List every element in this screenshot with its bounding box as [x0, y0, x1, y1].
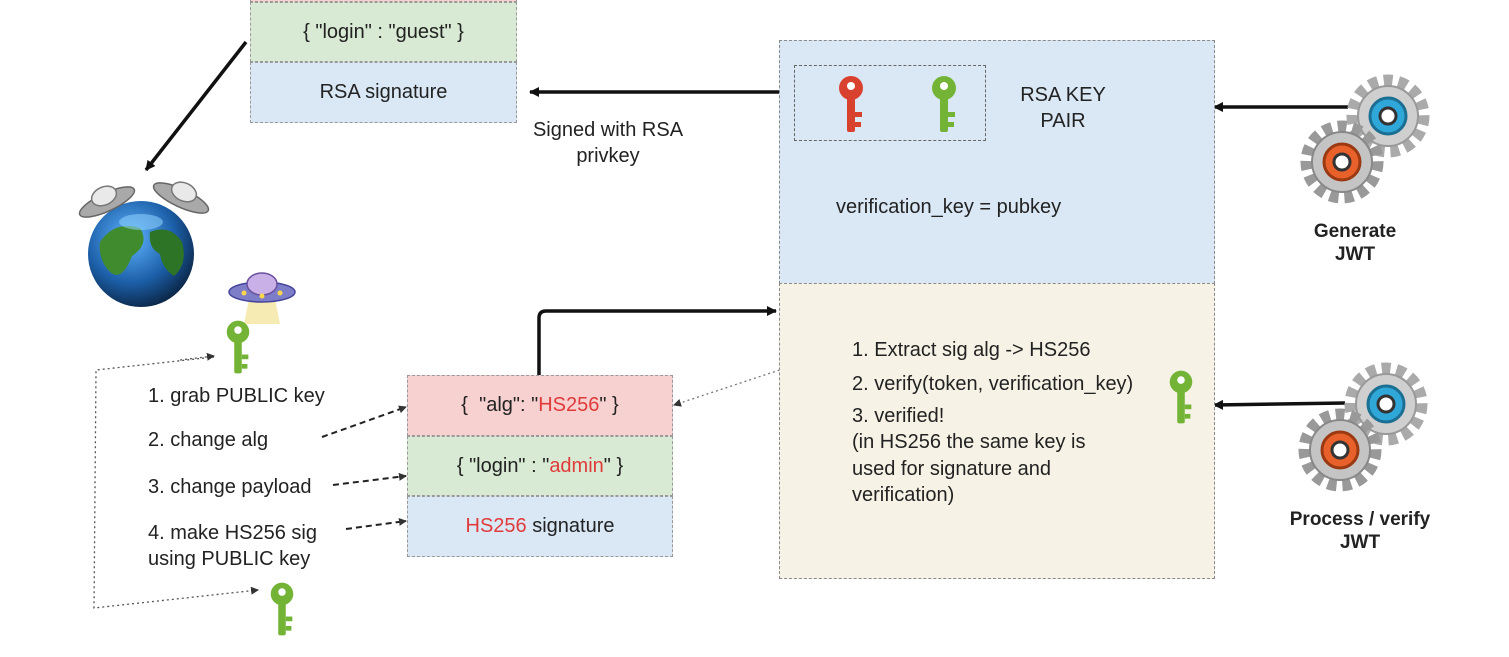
- signature-alg: HS256: [465, 515, 527, 537]
- key-pair-group: [794, 65, 986, 141]
- verify-note-line-1: (in HS256 the same key is: [852, 431, 1086, 453]
- private-key-icon: [839, 76, 863, 132]
- generate-jwt-label: Generate JWT: [1313, 221, 1397, 265]
- header-prefix: { "alg": ": [461, 394, 539, 416]
- signing-public-key-icon: [270, 582, 294, 636]
- dash-make-sig: [345, 517, 407, 530]
- header-alg-value: HS256: [538, 394, 600, 416]
- signature-text: signature: [526, 515, 615, 537]
- arrow-token-to-globe: [144, 40, 248, 172]
- verify-panel: [779, 283, 1215, 579]
- process-gears-icon: [1298, 362, 1428, 492]
- attack-step-1: 1. grab PUBLIC key: [148, 385, 325, 407]
- stolen-public-key-icon: [226, 320, 250, 374]
- ufo-left-icon: [78, 185, 136, 218]
- signed-with-rsa-label: Signed with RSA privkey: [532, 119, 684, 167]
- verify-step-2: 2. verify(token, verification_key): [852, 373, 1134, 395]
- forged-token-signature: HS256 signature: [407, 496, 673, 557]
- forged-token-header: { "alg": "HS256" }: [407, 375, 673, 436]
- payload-login-value: admin: [549, 454, 604, 477]
- public-key-icon: [932, 76, 956, 132]
- top-token-header-strip: [250, 0, 517, 2]
- globe-icon: [88, 201, 194, 307]
- dash-change-payload: [332, 472, 407, 486]
- arrow-process: [1213, 399, 1346, 410]
- verify-note-line-2: used for signature and: [852, 458, 1052, 480]
- attack-step-3: 3. change payload: [148, 476, 312, 498]
- attack-step-2: 2. change alg: [148, 429, 269, 451]
- verify-note-line-3: verification): [852, 484, 955, 506]
- top-token-signature: RSA signature: [250, 62, 517, 123]
- top-token-payload: { "login" : "guest" }: [250, 2, 517, 62]
- attack-step-4-cont: using PUBLIC key: [148, 548, 311, 570]
- ufo-right-icon: [152, 181, 210, 214]
- dotted-loop-tip: [179, 352, 215, 361]
- attack-step-4: 4. make HS256 sig: [148, 522, 317, 544]
- verify-step-3: 3. verified!: [852, 405, 945, 427]
- process-jwt-label: Process / verify JWT: [1289, 509, 1431, 553]
- generate-gears-icon: [1300, 74, 1430, 204]
- dash-change-alg: [321, 405, 407, 438]
- arrow-forged-to-verify: [537, 306, 777, 376]
- verification-key-label: verification_key = pubkey: [836, 196, 1062, 218]
- verify-step-1: 1. Extract sig alg -> HS256: [852, 339, 1091, 361]
- verification-key-icon: [1169, 370, 1193, 424]
- rsa-key-pair-label: RSA KEY PAIR: [1020, 84, 1106, 132]
- forged-token-payload: { "login" : "admin" }: [407, 436, 673, 496]
- header-suffix: " }: [599, 394, 619, 416]
- payload-suffix: " }: [603, 454, 624, 477]
- attacker-ufo-icon: [228, 272, 296, 324]
- payload-prefix: { "login" : ": [456, 454, 550, 477]
